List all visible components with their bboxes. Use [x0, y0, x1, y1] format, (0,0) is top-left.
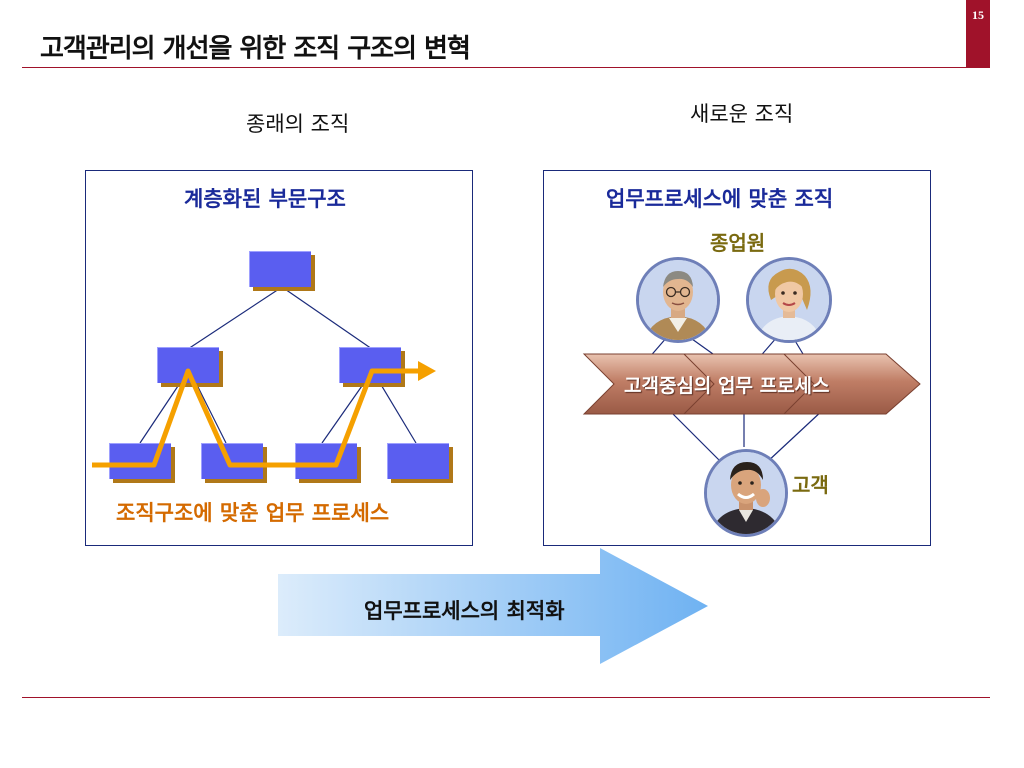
customer-icon [707, 452, 785, 534]
old-organization-heading: 종래의 조직 [246, 112, 350, 136]
footer-divider [22, 697, 990, 698]
page-number: 15 [966, 0, 990, 68]
employee-avatar-2 [746, 257, 832, 343]
hierarchical-structure-panel: 계층화된 부문구조 조직구조에 맞춘 업무 프로세스 [85, 170, 473, 546]
title-divider [22, 67, 990, 68]
hierarchical-structure-title: 계층화된 부문구조 [184, 187, 346, 211]
left-process-caption: 조직구조에 맞춘 업무 프로세스 [116, 501, 390, 525]
female-employee-icon [749, 260, 829, 340]
page-title: 고객관리의 개선을 위한 조직 구조의 변혁 [40, 34, 471, 64]
new-organization-heading: 새로운 조직 [690, 102, 794, 126]
customer-process-chevrons [582, 353, 921, 415]
connector-top-right [281, 286, 373, 350]
org-box-bottom-3 [295, 443, 357, 479]
optimization-label: 업무프로세스의 최적화 [364, 599, 565, 623]
process-chevron-3 [782, 353, 921, 415]
connector-mid-right-a [321, 382, 365, 444]
org-box-top [249, 251, 311, 287]
connector-top-left [187, 286, 283, 350]
org-box-bottom-4 [387, 443, 449, 479]
process-organization-panel: 업무프로세스에 맞춘 조직 종업원 [543, 170, 931, 546]
connector-mid-left-b [195, 382, 227, 444]
process-path [92, 361, 436, 468]
line-cust-right [765, 408, 825, 464]
connector-mid-left-a [139, 382, 181, 444]
org-box-bottom-2 [201, 443, 263, 479]
male-employee-icon [639, 260, 717, 340]
optimization-arrow-shape [278, 548, 708, 664]
line-cust-left [667, 408, 723, 464]
org-chart-lines [139, 286, 417, 444]
customer-avatar [704, 449, 788, 537]
customer-process-label: 고객중심의 업무 프로세스 [624, 375, 830, 397]
optimization-arrow [278, 548, 708, 664]
employee-avatar-1 [636, 257, 720, 343]
process-path-line [92, 368, 420, 468]
process-path-arrowhead [418, 361, 436, 381]
customer-label: 고객 [792, 473, 829, 497]
connector-mid-right-b [379, 382, 417, 444]
process-organization-title: 업무프로세스에 맞춘 조직 [606, 187, 834, 211]
employees-label: 종업원 [710, 231, 766, 255]
